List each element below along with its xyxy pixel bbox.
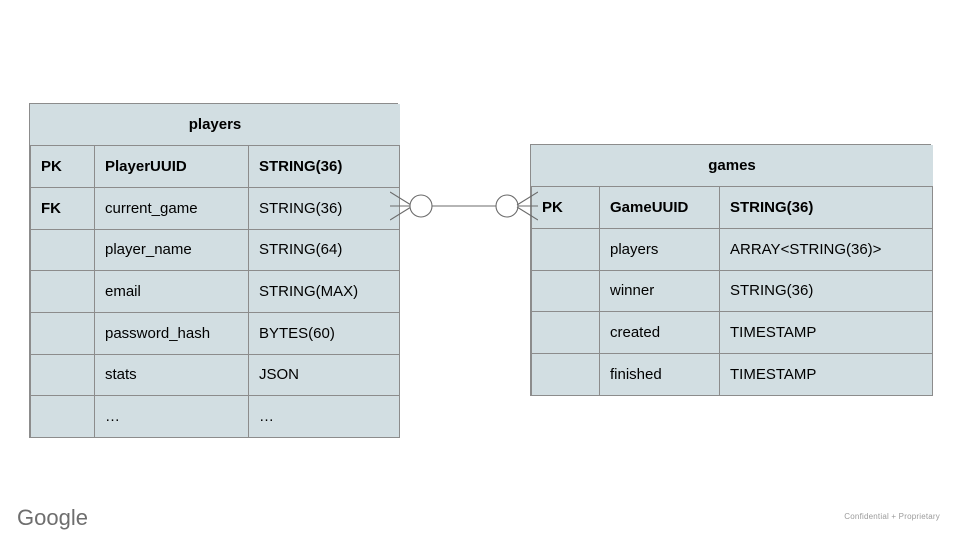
table-row: FK current_game STRING(36) — [30, 186, 401, 230]
table-row: PK GameUUID STRING(36) — [531, 186, 934, 229]
row-key-empty — [531, 227, 600, 271]
zero-cardinality-circle-right — [495, 194, 519, 218]
row-field-current-game: current_game — [94, 186, 249, 230]
row-type-ellipsis: … — [247, 395, 401, 438]
row-key-empty — [531, 311, 600, 354]
row-type-password-hash: BYTES(60) — [247, 311, 401, 355]
confidential-notice: Confidential + Proprietary — [844, 512, 940, 521]
relationship-connector — [390, 191, 538, 221]
row-key-empty — [30, 311, 95, 355]
row-key-pk: PK — [531, 186, 600, 229]
entity-grid-games: games PK GameUUID STRING(36) players ARR… — [531, 145, 934, 396]
entity-title-row: players — [30, 104, 400, 147]
row-type-current-game: STRING(36) — [247, 186, 401, 230]
table-row: PK PlayerUUID STRING(36) — [30, 145, 401, 188]
google-logo-text: Google — [17, 506, 88, 530]
row-type-created: TIMESTAMP — [718, 311, 934, 354]
row-type-player-name: STRING(64) — [247, 228, 401, 272]
row-field-created: created — [599, 311, 720, 354]
table-row: password_hash BYTES(60) — [30, 311, 401, 355]
row-field-email: email — [94, 270, 249, 313]
row-field-ellipsis: … — [94, 395, 249, 438]
row-key-fk: FK — [30, 186, 95, 230]
row-type-players: ARRAY<STRING(36)> — [718, 227, 934, 271]
row-field-players: players — [599, 227, 720, 271]
table-row: stats JSON — [30, 353, 401, 397]
table-row: finished TIMESTAMP — [531, 352, 934, 396]
row-key-empty — [30, 270, 95, 313]
zero-cardinality-circle-left — [409, 194, 433, 218]
row-field-password-hash: password_hash — [94, 311, 249, 355]
entity-table-players: players PK PlayerUUID STRING(36) FK curr… — [29, 103, 401, 438]
table-row: players ARRAY<STRING(36)> — [531, 227, 934, 271]
row-field-stats: stats — [94, 353, 249, 397]
row-key-pk: PK — [30, 145, 95, 188]
google-logo: Google — [17, 506, 88, 530]
table-row: player_name STRING(64) — [30, 228, 401, 272]
row-field-playeruuid: PlayerUUID — [94, 145, 249, 188]
row-type-finished: TIMESTAMP — [718, 352, 934, 396]
row-key-empty — [30, 395, 95, 438]
row-field-gameuuid: GameUUID — [599, 186, 720, 229]
entity-grid-players: players PK PlayerUUID STRING(36) FK curr… — [30, 104, 401, 438]
table-row: winner STRING(36) — [531, 269, 934, 313]
entity-title-games: games — [531, 145, 933, 188]
row-type-gameuuid: STRING(36) — [718, 186, 934, 229]
entity-table-games: games PK GameUUID STRING(36) players ARR… — [530, 144, 934, 396]
row-key-empty — [531, 269, 600, 313]
row-type-stats: JSON — [247, 353, 401, 397]
row-type-winner: STRING(36) — [718, 269, 934, 313]
row-type-playeruuid: STRING(36) — [247, 145, 401, 188]
row-field-winner: winner — [599, 269, 720, 313]
table-row: email STRING(MAX) — [30, 270, 401, 313]
table-row: … … — [30, 395, 401, 438]
row-field-player-name: player_name — [94, 228, 249, 272]
row-type-email: STRING(MAX) — [247, 270, 401, 313]
row-field-finished: finished — [599, 352, 720, 396]
entity-title-row: games — [531, 145, 933, 188]
entity-title-players: players — [30, 104, 400, 147]
row-key-empty — [531, 352, 600, 396]
row-key-empty — [30, 353, 95, 397]
row-key-empty — [30, 228, 95, 272]
table-row: created TIMESTAMP — [531, 311, 934, 354]
